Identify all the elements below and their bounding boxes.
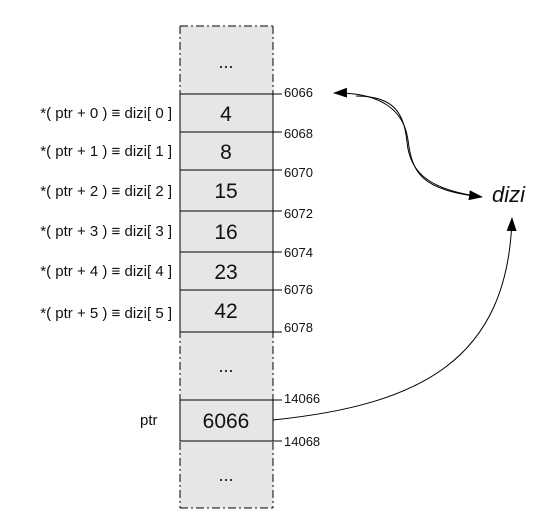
address-6072: 6072 [284,206,313,221]
array-cell-5 [179,289,274,333]
pointer-expression-0: *( ptr + 0 ) ≡ dizi[ 0 ] [40,105,172,122]
array-cell-value-4: 23 [214,261,237,284]
pointer-expression-3: *( ptr + 3 ) ≡ dizi[ 3 ] [40,223,172,240]
array-name-label: dizi [492,182,526,207]
pointer-expression-labels: *( ptr + 0 ) ≡ dizi[ 0 ] *( ptr + 1 ) ≡ … [40,105,172,322]
array-cell-value-1: 8 [220,141,232,164]
address-14068: 14068 [284,434,320,449]
ptr-label: ptr [140,412,158,429]
array-cell-value-2: 15 [214,180,237,203]
array-cell-3 [179,210,274,253]
address-6066: 6066 [284,85,313,100]
address-labels: 6066 6068 6070 6072 6074 6076 6078 [284,85,313,335]
array-cell-value-3: 16 [214,221,237,244]
bottom-ellipsis: ... [218,465,233,485]
pointer-expression-2: *( ptr + 2 ) ≡ dizi[ 2 ] [40,183,172,200]
ptr-cell-value: 6066 [203,410,250,433]
array-cell-value-0: 4 [220,103,232,126]
top-ellipsis: ... [218,52,233,72]
pointer-expression-5: *( ptr + 5 ) ≡ dizi[ 5 ] [40,305,172,322]
pointer-expression-1: *( ptr + 1 ) ≡ dizi[ 1 ] [40,143,172,160]
arrow-ptr-to-dizi [272,217,517,421]
array-cell-0 [179,93,274,133]
arrow-dizi-to-6066 [333,87,483,198]
ptr-cell [179,399,274,442]
address-6074: 6074 [284,245,313,260]
address-6076: 6076 [284,282,313,297]
address-6078: 6078 [284,320,313,335]
pointer-expression-4: *( ptr + 4 ) ≡ dizi[ 4 ] [40,263,172,280]
arrow-6066-to-dizi [355,95,483,201]
address-leaders [273,93,282,333]
middle-ellipsis: ... [218,356,233,376]
address-6068: 6068 [284,126,313,141]
address-6070: 6070 [284,165,313,180]
array-cell-4 [179,251,274,291]
array-cells: 4 8 15 16 23 42 [179,93,274,333]
array-cell-value-5: 42 [214,300,237,323]
array-cell-2 [179,169,274,212]
address-14066: 14066 [284,391,320,406]
